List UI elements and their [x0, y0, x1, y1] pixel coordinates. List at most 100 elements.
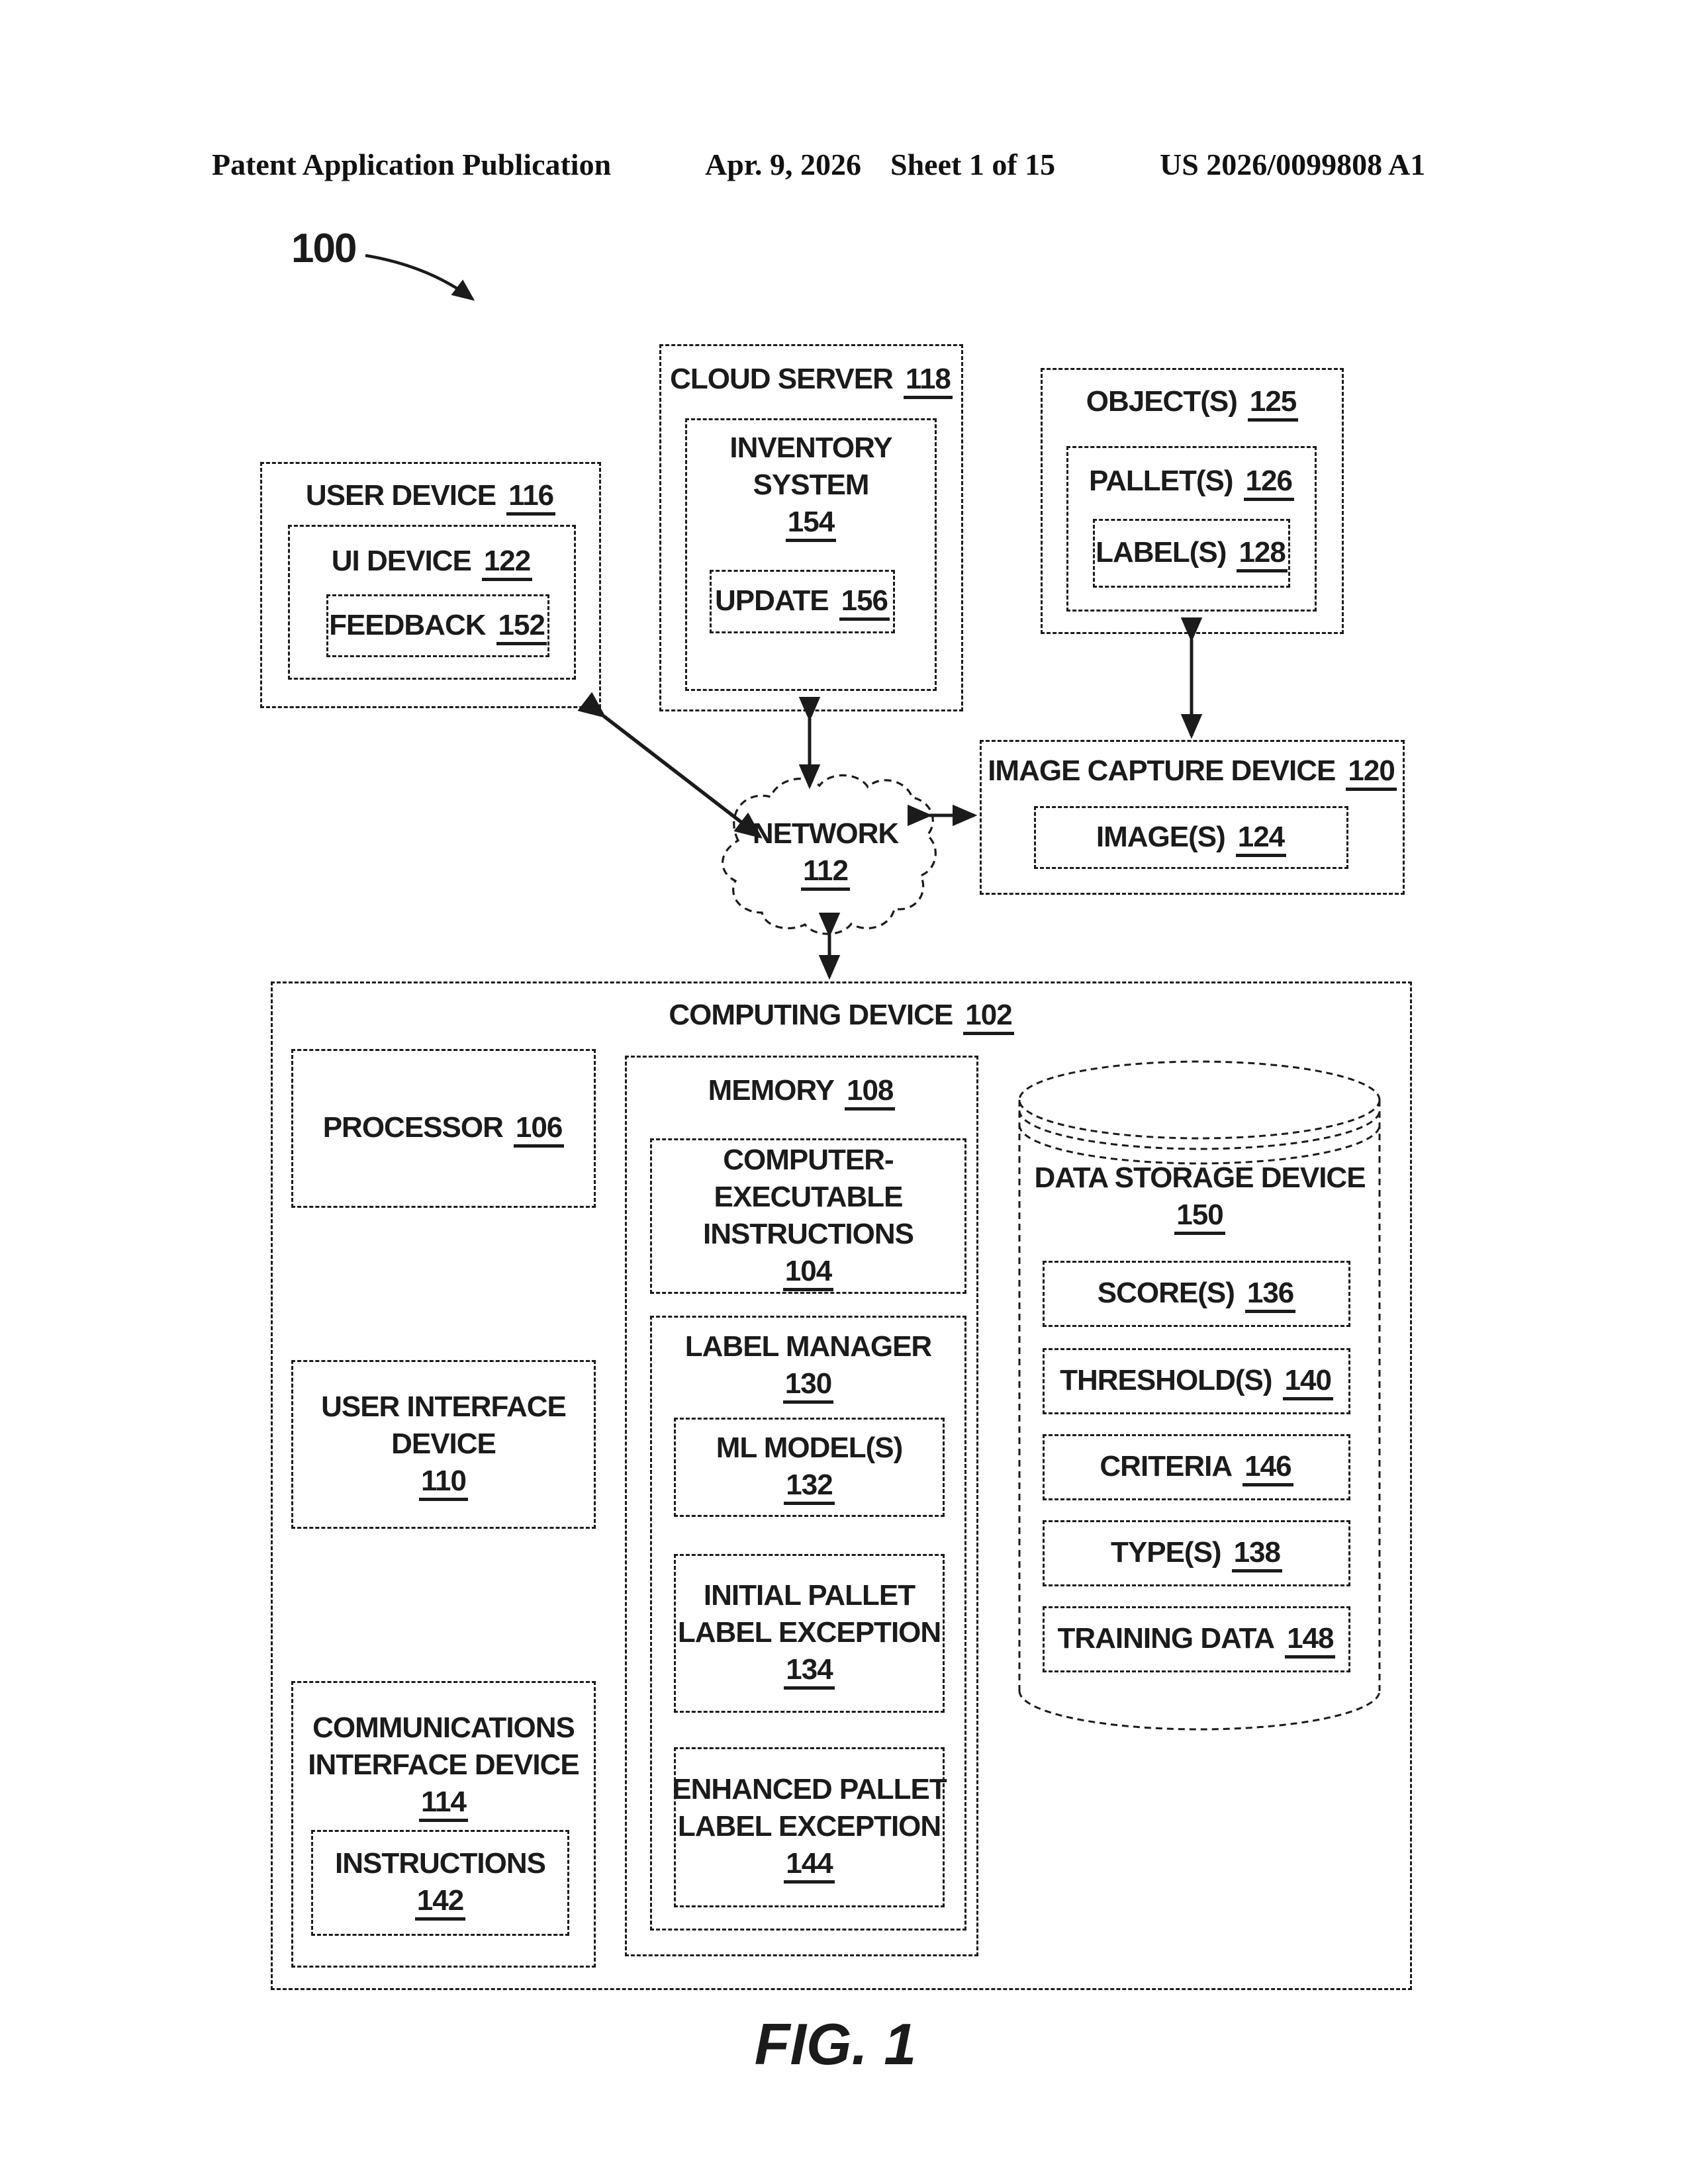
ml-models-label: ML MODEL(S): [716, 1432, 903, 1464]
header-sheet: Sheet 1 of 15: [890, 148, 1056, 181]
box-initial-pallet-label-exception: INITIAL PALLET LABEL EXCEPTION 134: [674, 1554, 945, 1713]
cei-line1: COMPUTER-: [723, 1143, 894, 1176]
processor-num: 106: [513, 1112, 565, 1148]
figure-caption: FIG. 1: [754, 2011, 917, 2077]
ui-device-label: UI DEVICE: [331, 545, 472, 577]
data-storage-device-label: DATA STORAGE DEVICE: [1034, 1161, 1366, 1194]
labels-label: LABEL(S): [1096, 536, 1227, 569]
box-instructions: INSTRUCTIONS 142: [311, 1830, 569, 1936]
cloud-server-label: CLOUD SERVER: [670, 363, 894, 395]
cloud-server-num: 118: [903, 363, 953, 399]
inventory-system-line1: INVENTORY: [729, 432, 892, 464]
box-scores: SCORE(S) 136: [1043, 1261, 1350, 1327]
enhanced-pallet-line1: ENHANCED PALLET: [672, 1773, 947, 1805]
box-user-interface-device: USER INTERFACE DEVICE 110: [291, 1360, 596, 1529]
memory-label: MEMORY: [708, 1074, 835, 1107]
instructions-label: INSTRUCTIONS: [335, 1847, 546, 1880]
scores-label: SCORE(S): [1097, 1277, 1235, 1309]
training-data-num: 148: [1285, 1623, 1336, 1659]
box-ml-models: ML MODEL(S) 132: [674, 1418, 945, 1517]
inventory-system-line2: SYSTEM: [753, 469, 870, 501]
types-num: 138: [1231, 1537, 1282, 1572]
image-capture-device-num: 120: [1346, 755, 1397, 791]
image-capture-device-label: IMAGE CAPTURE DEVICE: [988, 754, 1336, 787]
initial-pallet-line2: LABEL EXCEPTION: [677, 1616, 941, 1649]
label-manager-num: 130: [782, 1368, 834, 1404]
pallets-num: 126: [1243, 465, 1294, 501]
box-enhanced-pallet-label-exception: ENHANCED PALLET LABEL EXCEPTION 144: [672, 1747, 947, 1907]
box-pallets: PALLET(S) 126: [1066, 446, 1317, 612]
box-communications-interface-device: COMMUNICATIONS INTERFACE DEVICE 114: [291, 1681, 596, 1968]
box-training-data: TRAINING DATA 148: [1043, 1606, 1350, 1672]
box-user-device: USER DEVICE 116: [260, 462, 601, 708]
thresholds-label: THRESHOLD(S): [1060, 1364, 1272, 1396]
memory-num: 108: [844, 1075, 896, 1111]
data-storage-device-title: DATA STORAGE DEVICE 150: [1019, 1160, 1380, 1235]
initial-pallet-line1: INITIAL PALLET: [703, 1579, 915, 1612]
training-data-label: TRAINING DATA: [1057, 1622, 1276, 1655]
user-device-label: USER DEVICE: [305, 479, 496, 512]
header-date: Apr. 9, 2026: [705, 148, 861, 181]
criteria-label: CRITERIA: [1100, 1450, 1233, 1482]
images-label: IMAGE(S): [1096, 820, 1226, 853]
box-inventory-system: INVENTORY SYSTEM 154: [685, 418, 937, 691]
box-computing-device: COMPUTING DEVICE 102: [271, 981, 1412, 1990]
box-criteria: CRITERIA 146: [1043, 1434, 1350, 1500]
ref-100-leader-arrow: [365, 253, 475, 301]
enhanced-pallet-num: 144: [784, 1848, 835, 1884]
communications-interface-device-line1: COMMUNICATIONS: [312, 1711, 575, 1744]
cei-num: 104: [782, 1255, 834, 1291]
box-ui-device: UI DEVICE 122: [288, 525, 576, 680]
computing-device-label: COMPUTING DEVICE: [669, 999, 953, 1031]
thresholds-num: 140: [1282, 1365, 1333, 1400]
enhanced-pallet-line2: LABEL EXCEPTION: [677, 1810, 941, 1843]
types-label: TYPE(S): [1111, 1536, 1222, 1569]
arrow-user-device-network: [577, 692, 763, 839]
figure-ref-100: 100: [291, 226, 357, 271]
update-num: 156: [839, 585, 890, 621]
processor-label: PROCESSOR: [322, 1111, 504, 1144]
box-thresholds: THRESHOLD(S) 140: [1043, 1348, 1350, 1414]
box-labels: LABEL(S) 128: [1093, 519, 1290, 588]
user-interface-device-line1: USER INTERFACE: [321, 1390, 567, 1423]
box-label-manager: LABEL MANAGER 130: [650, 1316, 966, 1931]
labels-num: 128: [1237, 537, 1288, 572]
user-device-num: 116: [506, 480, 556, 516]
box-types: TYPE(S) 138: [1043, 1520, 1350, 1586]
label-manager-label: LABEL MANAGER: [684, 1330, 932, 1363]
feedback-label: FEEDBACK: [329, 608, 486, 641]
user-interface-device-line2: DEVICE: [391, 1427, 496, 1460]
feedback-num: 152: [496, 609, 547, 645]
data-storage-cylinder: [1018, 1060, 1381, 1731]
update-label: UPDATE: [714, 584, 829, 617]
box-computer-executable-instructions: COMPUTER- EXECUTABLE INSTRUCTIONS 104: [650, 1138, 966, 1294]
images-num: 124: [1235, 821, 1287, 857]
data-storage-device-num: 150: [1174, 1199, 1225, 1235]
inventory-system-num: 154: [785, 506, 837, 542]
box-images: IMAGE(S) 124: [1034, 806, 1348, 869]
user-interface-device-num: 110: [419, 1465, 468, 1501]
objects-label: OBJECT(S): [1086, 385, 1238, 418]
network-cloud-text: NETWORK 112: [726, 815, 925, 891]
network-label: NETWORK: [752, 817, 899, 850]
instructions-num: 142: [414, 1885, 466, 1921]
header-publication: Patent Application Publication: [212, 148, 612, 181]
ml-models-num: 132: [784, 1469, 835, 1505]
box-feedback: FEEDBACK 152: [326, 594, 549, 657]
box-memory: MEMORY 108: [625, 1056, 978, 1956]
scores-num: 136: [1244, 1277, 1296, 1313]
cei-line2: EXECUTABLE: [714, 1180, 904, 1213]
initial-pallet-num: 134: [784, 1654, 835, 1690]
communications-interface-device-line2: INTERFACE DEVICE: [308, 1749, 579, 1781]
box-update: UPDATE 156: [710, 570, 895, 633]
communications-interface-device-num: 114: [419, 1786, 468, 1822]
criteria-num: 146: [1243, 1451, 1293, 1486]
network-num: 112: [801, 855, 850, 891]
ui-device-num: 122: [481, 545, 533, 581]
computing-device-num: 102: [963, 999, 1014, 1035]
cei-line3: INSTRUCTIONS: [703, 1217, 914, 1250]
objects-num: 125: [1247, 386, 1299, 422]
pallets-label: PALLET(S): [1089, 465, 1233, 497]
